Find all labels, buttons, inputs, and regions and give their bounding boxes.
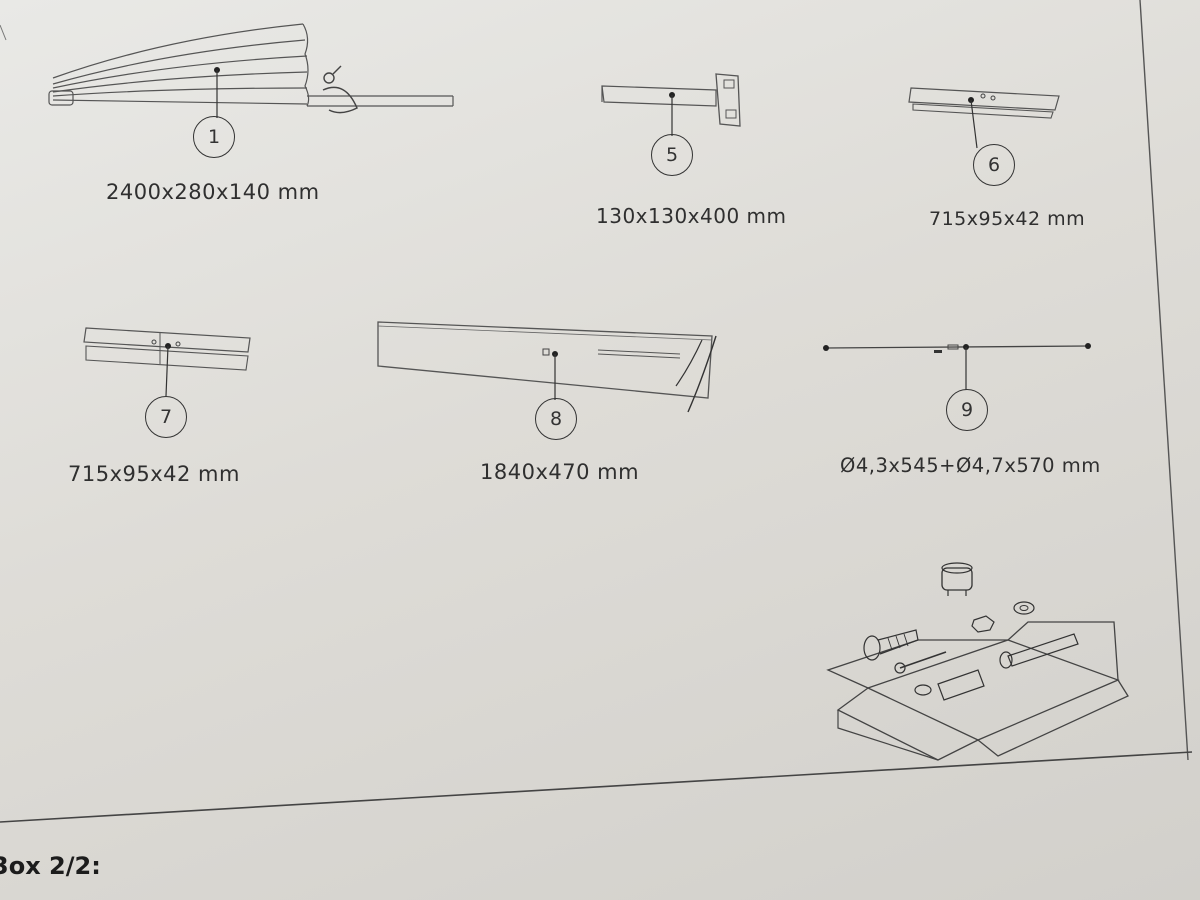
part-1-dimensions: 2400x280x140 mm xyxy=(106,180,320,204)
part-6-dimensions: 715x95x42 mm xyxy=(929,208,1086,230)
hardware-box-icon xyxy=(826,562,1129,761)
part-6-number: 6 xyxy=(973,144,1015,186)
washer-icon xyxy=(1013,601,1035,615)
cam-lock-icon xyxy=(941,562,973,596)
part-1-illustration xyxy=(48,23,454,118)
part-5-illustration xyxy=(601,73,741,136)
part-5-dimensions: 130x130x400 mm xyxy=(596,204,787,228)
part-9-dimensions: Ø4,3x545+Ø4,7x570 mm xyxy=(840,454,1101,477)
screw-icon xyxy=(863,629,919,661)
part-6-illustration xyxy=(908,87,1060,149)
part-7-illustration xyxy=(83,327,251,397)
part-8-dimensions: 1840x470 mm xyxy=(480,460,640,484)
part-1-number: 1 xyxy=(193,116,235,158)
part-8-illustration xyxy=(377,321,717,413)
part-7-number: 7 xyxy=(145,396,187,438)
part-5-number: 5 xyxy=(651,134,693,176)
part-9-number: 9 xyxy=(946,389,988,431)
part-8-number: 8 xyxy=(535,398,577,440)
part-7-dimensions: 715x95x42 mm xyxy=(68,462,240,486)
box-heading: 3ox 2/2: xyxy=(0,852,101,880)
nut-icon xyxy=(971,615,995,633)
part-9-illustration xyxy=(823,343,1091,390)
bolt-icon xyxy=(999,633,1079,669)
